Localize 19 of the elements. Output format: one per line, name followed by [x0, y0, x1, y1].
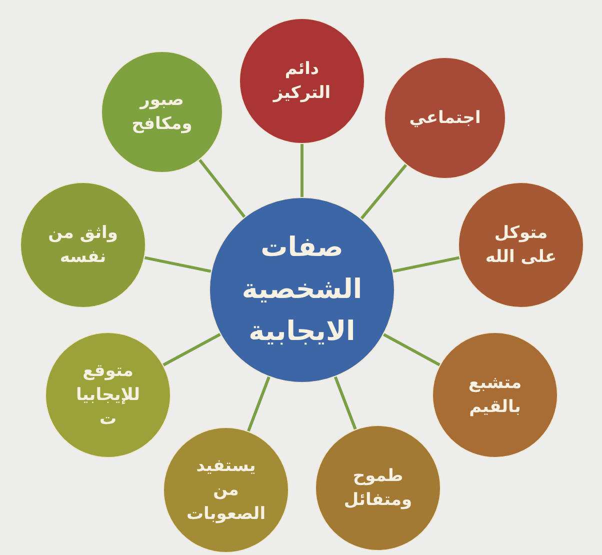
connector-line — [247, 376, 270, 432]
trait-circle: يستفيد من الصعوبات — [163, 427, 289, 553]
connector-line — [360, 164, 408, 220]
trait-circle: صبور ومكافح — [101, 51, 223, 173]
connector-line — [382, 333, 440, 366]
central-circle: صفات الشخصية الايجابية — [209, 197, 395, 383]
connector-line — [144, 256, 212, 273]
trait-circle: متوكل على الله — [458, 182, 584, 308]
trait-circle: متوقع للإيجابيا ت — [45, 332, 171, 458]
trait-circle: واثق من نفسه — [20, 182, 146, 308]
trait-circle: متشبع بالقيم — [432, 332, 558, 458]
connector-line — [162, 332, 221, 366]
trait-circle: دائم التركيز — [239, 18, 365, 144]
connector-line — [334, 376, 357, 430]
trait-circle: طموح ومتفائل — [315, 425, 441, 551]
trait-circle: اجتماعي — [384, 57, 506, 179]
connector-line — [198, 158, 246, 218]
connector-line — [392, 256, 460, 273]
connector-line — [300, 144, 304, 197]
